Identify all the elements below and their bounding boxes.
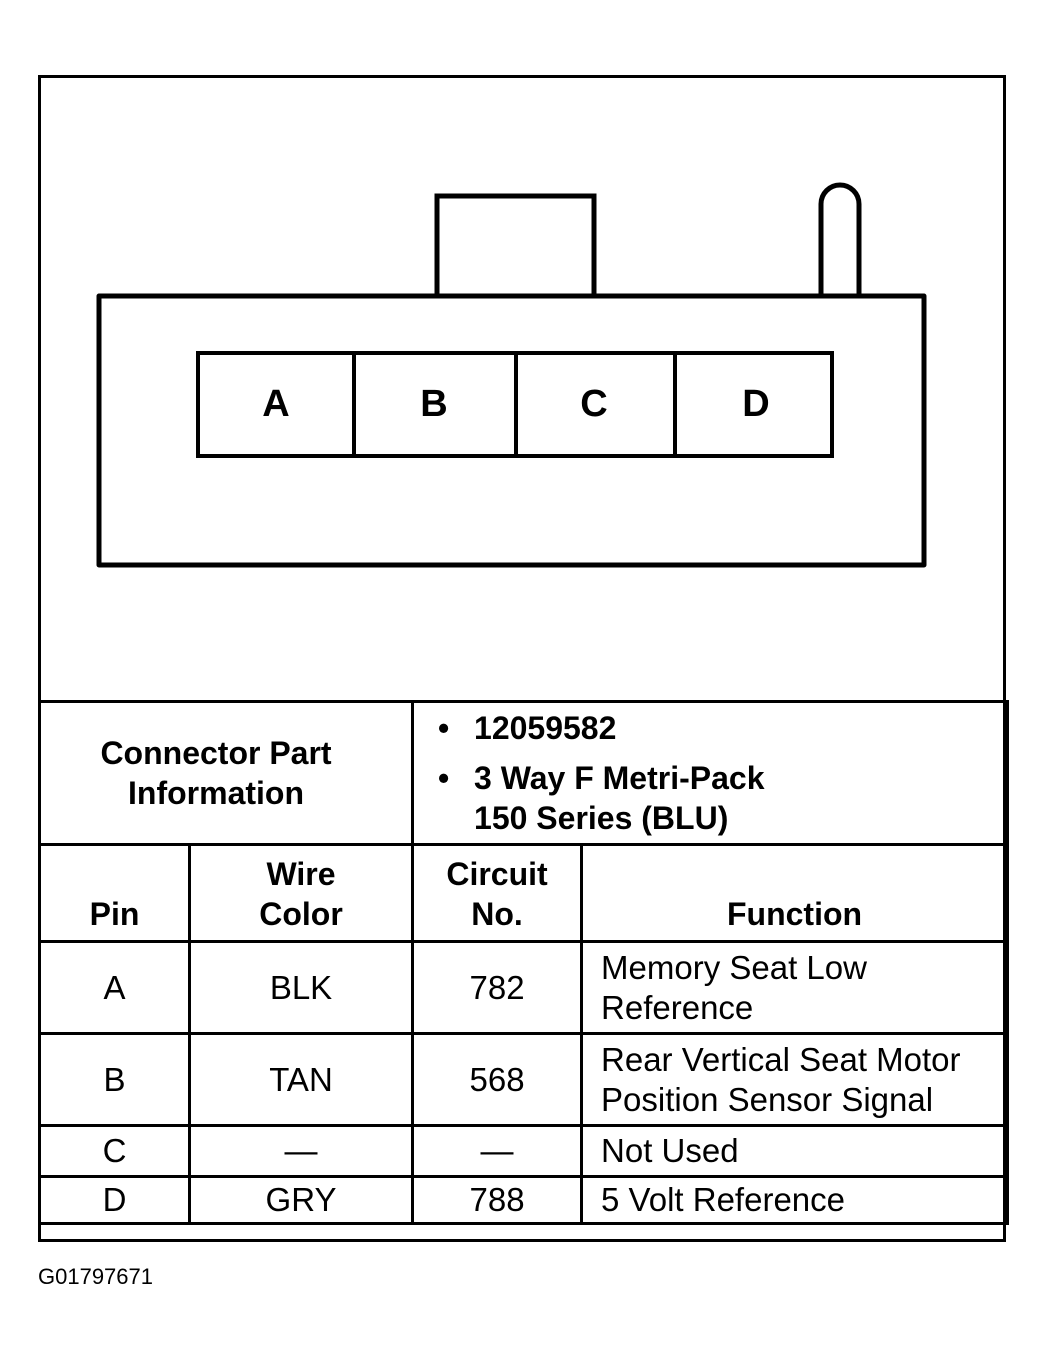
table-header-row: Pin Wire Color Circuit No. Function: [38, 843, 1010, 943]
header-pin: Pin: [38, 843, 191, 943]
connector-body: [96, 293, 927, 568]
header-circuit-no: Circuit No.: [411, 843, 584, 943]
part-description-line2: 150 Series (BLU): [474, 800, 729, 836]
circuit-cell: 782: [411, 940, 584, 1035]
pin-cell: D: [38, 1175, 191, 1225]
table-row: D GRY 788 5 Volt Reference: [38, 1175, 1010, 1225]
part-description-item: • 3 Way F Metri-Pack 150 Series (BLU): [438, 758, 1006, 838]
pin-cavity-label-c: C: [580, 383, 607, 425]
function-line1: Not Used: [601, 1132, 739, 1169]
circuit-cell: 788: [411, 1175, 584, 1225]
function-cell: Rear Vertical Seat Motor Position Sensor…: [580, 1032, 1010, 1127]
circuit-cell: 568: [411, 1032, 584, 1127]
header-wire-color: Wire Color: [187, 843, 415, 943]
connector-face-drawing: A B C D: [96, 182, 927, 568]
header-circuit-line1: Circuit: [446, 856, 548, 892]
pin-cell: C: [38, 1124, 191, 1178]
table-row: A BLK 782 Memory Seat Low Reference: [38, 940, 1010, 1035]
part-info-values-cell: • 12059582 • 3 Way F Metri-Pack 150 Seri…: [411, 700, 1010, 846]
bullet-icon: •: [438, 710, 450, 746]
function-line1: 5 Volt Reference: [601, 1181, 846, 1218]
pin-cavity-label-a: A: [262, 383, 289, 425]
part-info-row: Connector Part Information • 12059582 • …: [37, 700, 1010, 846]
part-description-line1: 3 Way F Metri-Pack: [474, 760, 765, 796]
table-row: C — — Not Used: [38, 1124, 1010, 1178]
part-info-label-cell: Connector Part Information: [37, 700, 415, 846]
header-pin-label: Pin: [89, 896, 140, 932]
wire-color-cell: BLK: [187, 940, 415, 1035]
function-line2: Reference: [601, 988, 754, 1026]
function-line1: Memory Seat Low: [601, 948, 867, 986]
part-number: 12059582: [474, 710, 617, 746]
circuit-cell: —: [411, 1124, 584, 1178]
part-info-label-line2: Information: [128, 775, 304, 811]
function-cell: 5 Volt Reference: [580, 1175, 1010, 1225]
function-cell: Not Used: [580, 1124, 1010, 1178]
connector-pinout-table: Connector Part Information • 12059582 • …: [37, 700, 1010, 1225]
function-line1: Rear Vertical Seat Motor: [601, 1040, 961, 1078]
table-row: B TAN 568 Rear Vertical Seat Motor Posit…: [38, 1032, 1010, 1127]
header-circuit-line2: No.: [471, 896, 523, 932]
figure-id: G01797671: [38, 1264, 153, 1289]
header-function-label: Function: [726, 896, 863, 932]
bullet-icon: •: [438, 760, 450, 796]
function-cell: Memory Seat Low Reference: [580, 940, 1010, 1035]
connector-lock-tab: [434, 193, 597, 296]
function-line2: Position Sensor Signal: [601, 1080, 934, 1118]
header-wire-color-line1: Wire: [266, 856, 336, 892]
part-info-label-line1: Connector Part: [100, 735, 332, 771]
wire-color-cell: GRY: [187, 1175, 415, 1225]
diagram-frame: A B C D: [38, 75, 1006, 1242]
header-wire-color-line2: Color: [259, 896, 343, 932]
pin-cell: B: [38, 1032, 191, 1127]
part-number-item: • 12059582: [438, 708, 1006, 748]
header-function: Function: [580, 843, 1010, 943]
pin-cavity-label-d: D: [742, 383, 769, 425]
wire-color-cell: TAN: [187, 1032, 415, 1127]
wire-color-cell: —: [187, 1124, 415, 1178]
pin-cell: A: [38, 940, 191, 1035]
pin-cavity-label-b: B: [420, 383, 447, 425]
connector-latch-post: [818, 182, 862, 296]
